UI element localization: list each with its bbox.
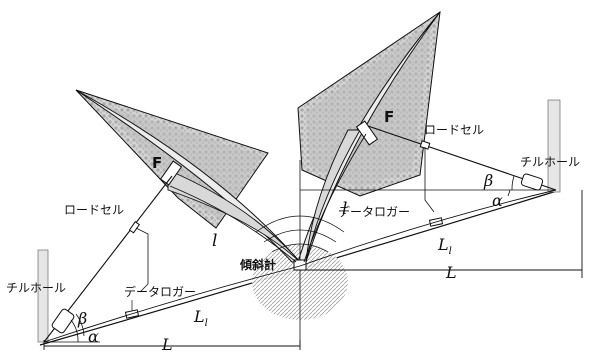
right-logger-lead (424, 147, 435, 213)
left-tilhor-label: チルホール (6, 281, 66, 295)
left-Ll-label: Ll (193, 307, 208, 329)
right-l-label: l (342, 199, 347, 219)
right-anchor-stump (547, 99, 561, 193)
right-force-label: F (384, 108, 394, 126)
left-anchor-stump (37, 249, 49, 343)
left-logger-lead (135, 227, 149, 293)
right-tilhor-label: チルホール (520, 155, 580, 169)
right-alpha-label: α (492, 191, 503, 210)
right-load-cell (419, 140, 431, 150)
right-l-dim (303, 133, 367, 263)
left-tilhor-device (51, 308, 75, 334)
left-load-cell (128, 221, 141, 234)
right-tilhor-device (520, 173, 544, 191)
left-tree (75, 89, 302, 263)
right-beta-label: β (483, 171, 493, 190)
left-data-logger-label: データロガー (124, 284, 196, 299)
left-rigging (37, 175, 173, 343)
right-rope-clamp (355, 120, 379, 146)
left-beta-label: β (77, 309, 87, 328)
left-Ll-dim (43, 265, 301, 343)
left-force-label: F (152, 154, 162, 172)
right-load-cell-label: ロードセル (424, 123, 484, 137)
inclinometer-label: 傾斜計 (239, 257, 276, 272)
right-data-logger-label: データロガー (338, 204, 410, 219)
right-tree (297, 10, 441, 263)
right-Ll-dim (299, 189, 557, 267)
right-rigging (300, 99, 561, 227)
left-L-label: L (161, 335, 173, 352)
right-Ll-label: Ll (437, 235, 452, 257)
left-l-dim (169, 185, 297, 263)
left-alpha-label: α (88, 327, 99, 346)
left-load-cell-label: ロードセル (64, 203, 124, 217)
dimension-lines (43, 133, 583, 350)
left-l-label: l (212, 231, 217, 251)
left-rope-clamp (159, 160, 183, 186)
right-L-label: L (445, 263, 457, 282)
